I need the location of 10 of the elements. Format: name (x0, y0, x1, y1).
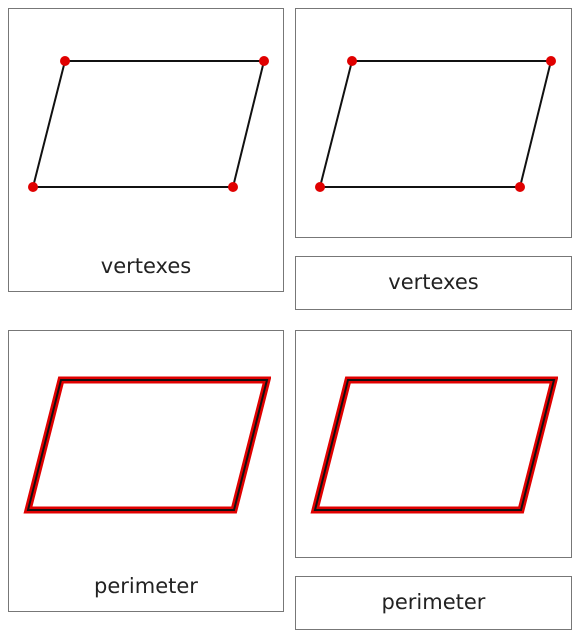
card-word: perimeter (93, 574, 199, 598)
label-card (295, 576, 572, 630)
picture-card (295, 8, 572, 238)
card-word: vertexes (100, 254, 192, 278)
label-card (295, 256, 572, 310)
card-word: perimeter (380, 590, 486, 614)
card-word: vertexes (387, 270, 480, 294)
picture-card (295, 330, 572, 558)
picture-card (8, 8, 284, 292)
picture-card (8, 330, 284, 612)
